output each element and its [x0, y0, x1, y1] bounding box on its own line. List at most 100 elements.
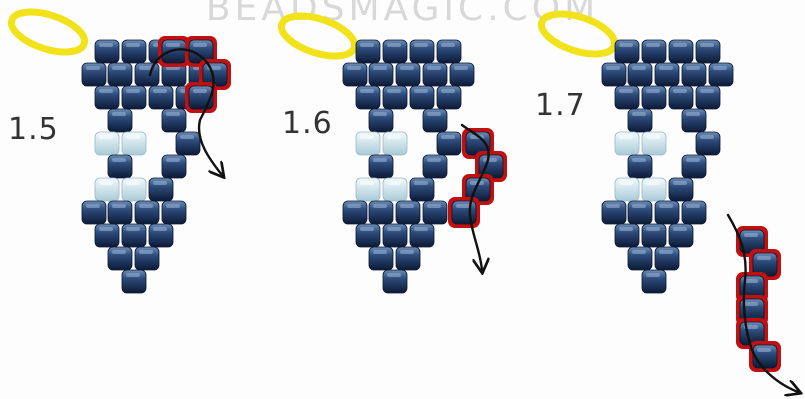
bead [148, 85, 174, 110]
bead-shine [686, 66, 700, 70]
bead [355, 223, 381, 248]
bead-shine [659, 204, 673, 208]
bead-shine [166, 204, 180, 208]
bead-shine [166, 43, 180, 47]
bead-shine [360, 135, 374, 139]
bead-shine [441, 135, 455, 139]
bead [355, 85, 381, 110]
bead-shine [126, 181, 140, 185]
bead [368, 62, 394, 87]
bead [148, 223, 174, 248]
bead [395, 200, 421, 225]
bead-shine [373, 204, 387, 208]
bead-shine [632, 66, 646, 70]
bead-shine [360, 181, 374, 185]
bead-shine [686, 204, 700, 208]
bead [641, 85, 667, 110]
step-label-1-7: 1.7 [535, 88, 586, 123]
bead-shine [441, 89, 455, 93]
bead [668, 177, 694, 202]
bead-shine [112, 204, 126, 208]
bead [107, 62, 133, 87]
bead [641, 269, 667, 294]
bead-shine [387, 227, 401, 231]
bead [409, 39, 435, 64]
bead [449, 62, 475, 87]
bead-shine [126, 135, 140, 139]
bead-shine [139, 204, 153, 208]
bead-shine [373, 158, 387, 162]
bead [107, 108, 133, 133]
bead-shine [659, 66, 673, 70]
bead-shine [99, 135, 113, 139]
bead [641, 39, 667, 64]
bead-shine [632, 158, 646, 162]
bead-shine [400, 250, 414, 254]
bead-shine [441, 43, 455, 47]
bead-shine [757, 348, 771, 352]
bead [708, 62, 734, 87]
bead-shine [646, 273, 660, 277]
bead [382, 269, 408, 294]
bead [654, 200, 680, 225]
bead-shine [166, 158, 180, 162]
bead [395, 62, 421, 87]
bead [382, 131, 408, 156]
bead-shine [744, 325, 758, 329]
bead [668, 85, 694, 110]
step-label-1-5: 1.5 [8, 112, 59, 147]
bead-shine [744, 302, 758, 306]
bead [161, 154, 187, 179]
bead [601, 200, 627, 225]
bead-shine [126, 227, 140, 231]
bead-shine [414, 227, 428, 231]
bead [409, 223, 435, 248]
bead [107, 200, 133, 225]
bead-shine [427, 66, 441, 70]
bead-shine [112, 250, 126, 254]
bead [681, 108, 707, 133]
bead [382, 39, 408, 64]
bead [695, 85, 721, 110]
bead-shine [86, 66, 100, 70]
bead [342, 62, 368, 87]
bead [121, 223, 147, 248]
bead [161, 108, 187, 133]
thread-arrow [148, 48, 222, 175]
bead [627, 154, 653, 179]
bead-shine [427, 112, 441, 116]
bead-shine [126, 43, 140, 47]
bead [175, 131, 201, 156]
bead-shine [646, 181, 660, 185]
bead-shine [99, 89, 113, 93]
thread-arrow [460, 123, 489, 270]
watermark-text: BEADSMAGIC.COM [205, 0, 600, 29]
bead [81, 200, 107, 225]
bead-shine [414, 89, 428, 93]
bead [654, 246, 680, 271]
bead-shine [126, 273, 140, 277]
bead [368, 246, 394, 271]
halo-ring-icon [7, 8, 89, 56]
bead-shine [646, 135, 660, 139]
bead [422, 200, 448, 225]
bead-shine [360, 227, 374, 231]
bead [681, 62, 707, 87]
bead-shine [99, 43, 113, 47]
bead [601, 62, 627, 87]
bead [436, 39, 462, 64]
bead-shine [686, 112, 700, 116]
bead [121, 85, 147, 110]
bead [134, 62, 160, 87]
bead-shine [659, 250, 673, 254]
bead-shine [619, 89, 633, 93]
bead-shine [387, 181, 401, 185]
bead [94, 39, 120, 64]
bead-shine [153, 181, 167, 185]
bead-shine [99, 227, 113, 231]
bead [342, 200, 368, 225]
bead-shine [673, 43, 687, 47]
bead-shine [373, 66, 387, 70]
bead [107, 246, 133, 271]
